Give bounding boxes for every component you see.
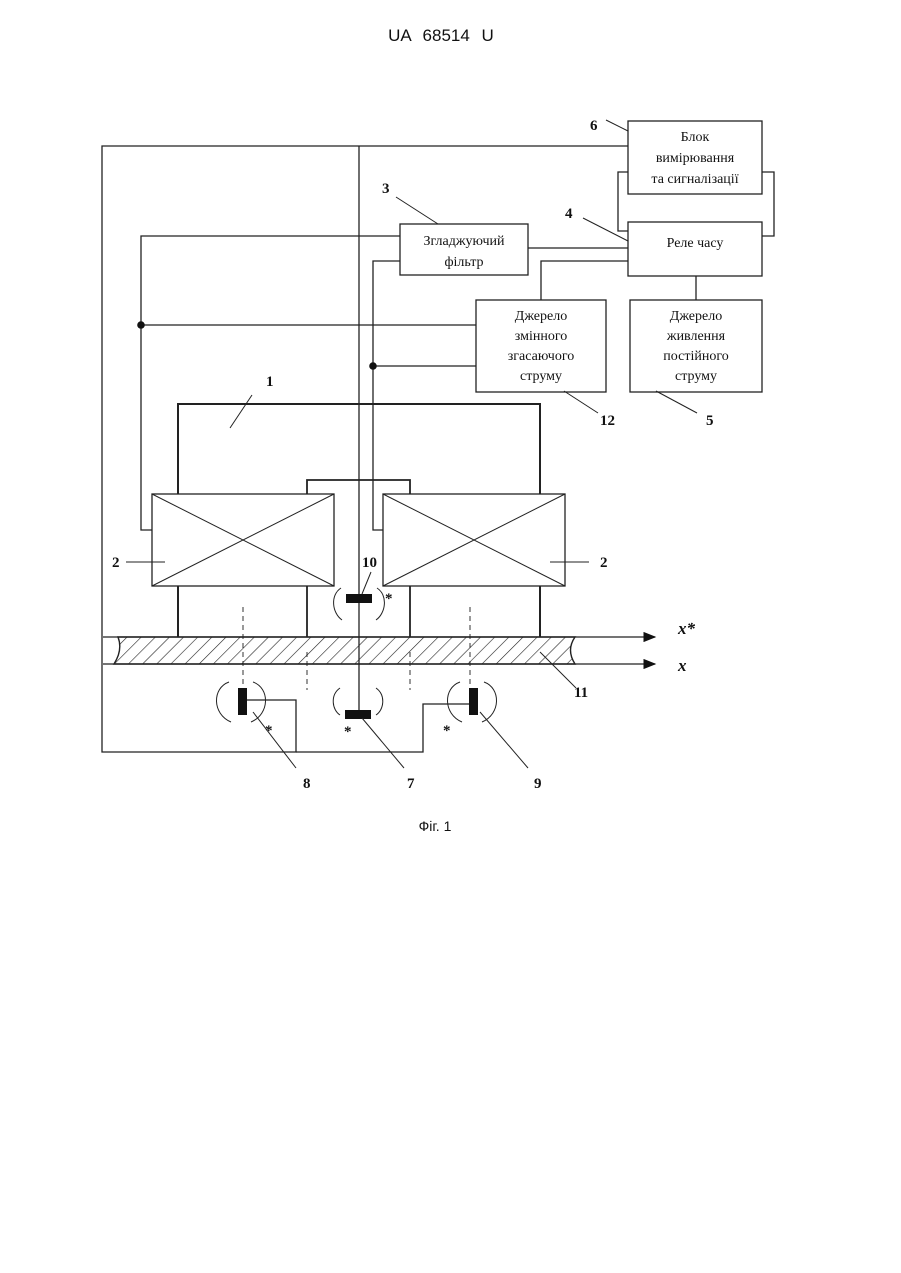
time-relay-block: Реле часу (628, 222, 762, 276)
dc-source-block: Джерело живлення постійного струму (630, 300, 762, 392)
workpiece (114, 637, 575, 664)
smoothing-filter-block: Згладжуючий фільтр (400, 224, 528, 275)
ac-source-line-1: Джерело (515, 309, 567, 324)
dc-source-line-4: струму (675, 369, 717, 384)
sensor-9-star: * (443, 723, 451, 739)
relay-label: Реле часу (667, 236, 724, 251)
ac-source-line-3: згасаючого (508, 349, 574, 364)
label-10: 10 (362, 555, 377, 571)
label-12: 12 (600, 413, 615, 429)
filter-line-1: Згладжуючий (424, 234, 506, 249)
sensor-9: * (443, 682, 497, 739)
label-2-right: 2 (600, 555, 608, 571)
ac-source-line-2: змінного (515, 329, 567, 344)
label-4: 4 (565, 206, 573, 222)
coil-right (383, 494, 565, 586)
measurement-block-line-3: та сигналізації (651, 172, 738, 187)
sensor-7-star: * (344, 724, 352, 740)
label-9: 9 (534, 776, 542, 792)
leader-lines (126, 120, 697, 768)
sensor-10-star: * (385, 591, 393, 607)
label-11: 11 (574, 685, 588, 701)
sensor-8: * (216, 682, 272, 739)
sensor-10: * (334, 588, 393, 620)
dc-source-line-3: постійного (663, 349, 728, 364)
axis-label-x: x (677, 656, 687, 675)
dc-source-line-2: живлення (666, 329, 726, 344)
filter-line-2: фільтр (444, 255, 483, 270)
label-1: 1 (266, 374, 274, 390)
label-2-left: 2 (112, 555, 120, 571)
label-8: 8 (303, 776, 311, 792)
measurement-block-line-2: вимірювання (656, 151, 735, 166)
axis-label-x-star: x* (677, 619, 696, 638)
ac-source-block: Джерело змінного згасаючого струму (476, 300, 606, 392)
label-7: 7 (407, 776, 415, 792)
label-5: 5 (706, 413, 714, 429)
label-6: 6 (590, 118, 598, 134)
measurement-block-line-1: Блок (681, 130, 710, 145)
sensor-7: * (333, 688, 383, 740)
coil-left (152, 494, 334, 586)
figure-caption: Фіг. 1 (0, 818, 870, 834)
label-3: 3 (382, 181, 390, 197)
measurement-block: Блок вимірювання та сигналізації (628, 121, 762, 194)
ac-source-line-4: струму (520, 369, 562, 384)
dc-source-line-1: Джерело (670, 309, 722, 324)
reference-numbers: 6 3 4 1 2 2 10 12 5 11 8 7 9 (112, 118, 714, 792)
